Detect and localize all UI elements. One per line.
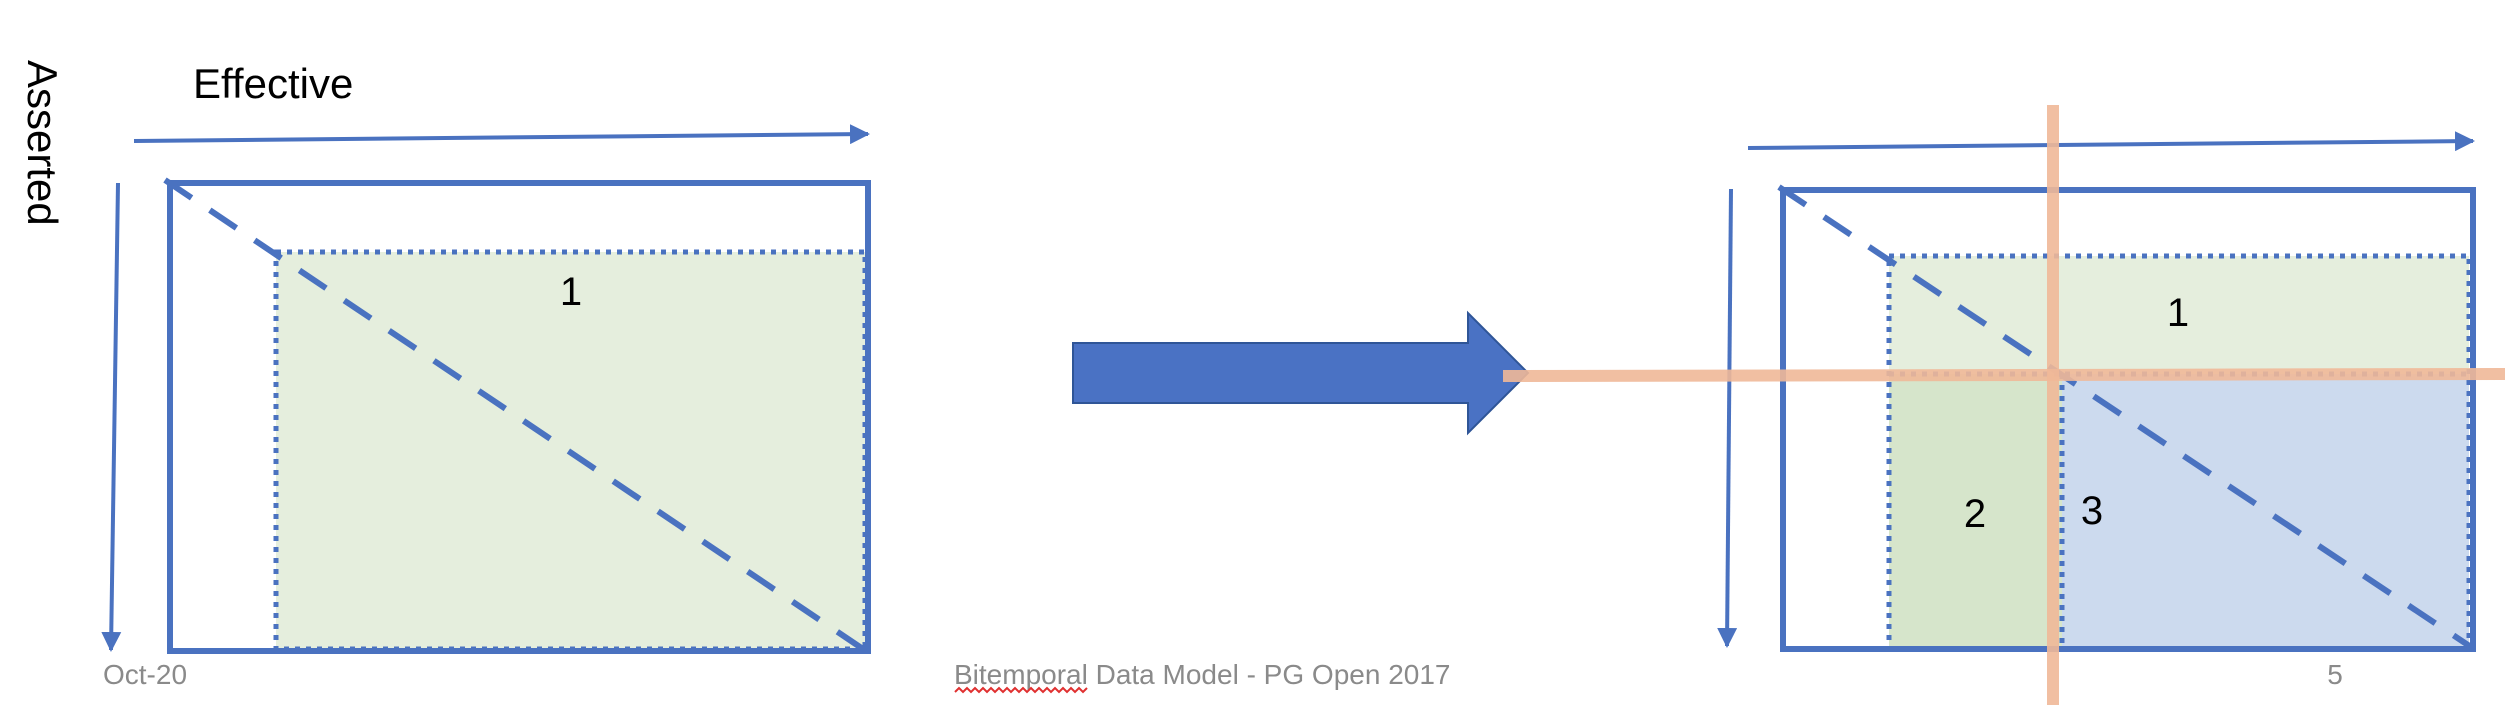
after-region-1-label: 1 [2167, 291, 2189, 335]
effective-axis-arrow [133, 124, 870, 145]
after-region-3-fill [2062, 374, 2469, 649]
after-frame [1780, 187, 2476, 652]
footer-title: Bitemporal Data Model - PG Open 2017 [954, 659, 1450, 690]
spellcheck-underline [954, 686, 1088, 694]
before-region-1-label: 1 [560, 270, 582, 314]
after-effective-axis-arrow [1747, 131, 2475, 152]
after-diagonal [1777, 184, 2476, 652]
after-region-2-fill [1889, 374, 2062, 649]
asserted-axis-arrow [101, 182, 122, 652]
split-line-horizontal [1502, 368, 2506, 382]
before-frame [167, 180, 871, 654]
after-asserted-axis-arrow [1717, 188, 1738, 648]
after-region-3-label: 3 [2081, 489, 2103, 533]
axis-label-asserted: Asserted [19, 60, 66, 226]
after-region-1-dotted-border [1886, 253, 2472, 652]
slide-footer: Oct-20 Bitemporal Data Model - PG Open 2… [103, 659, 2343, 694]
after-region-1-fill [1889, 256, 2469, 374]
after-region-2-label: 2 [1964, 492, 1986, 536]
footer-page-number: 5 [2327, 659, 2343, 690]
axis-label-effective: Effective [193, 60, 353, 107]
footer-date: Oct-20 [103, 659, 187, 690]
before-diagram: Asserted Effective 1 [19, 60, 871, 654]
transform-arrow [1072, 310, 1530, 436]
before-diagonal [163, 177, 868, 654]
after-diagram: 1 2 3 [1502, 105, 2506, 705]
